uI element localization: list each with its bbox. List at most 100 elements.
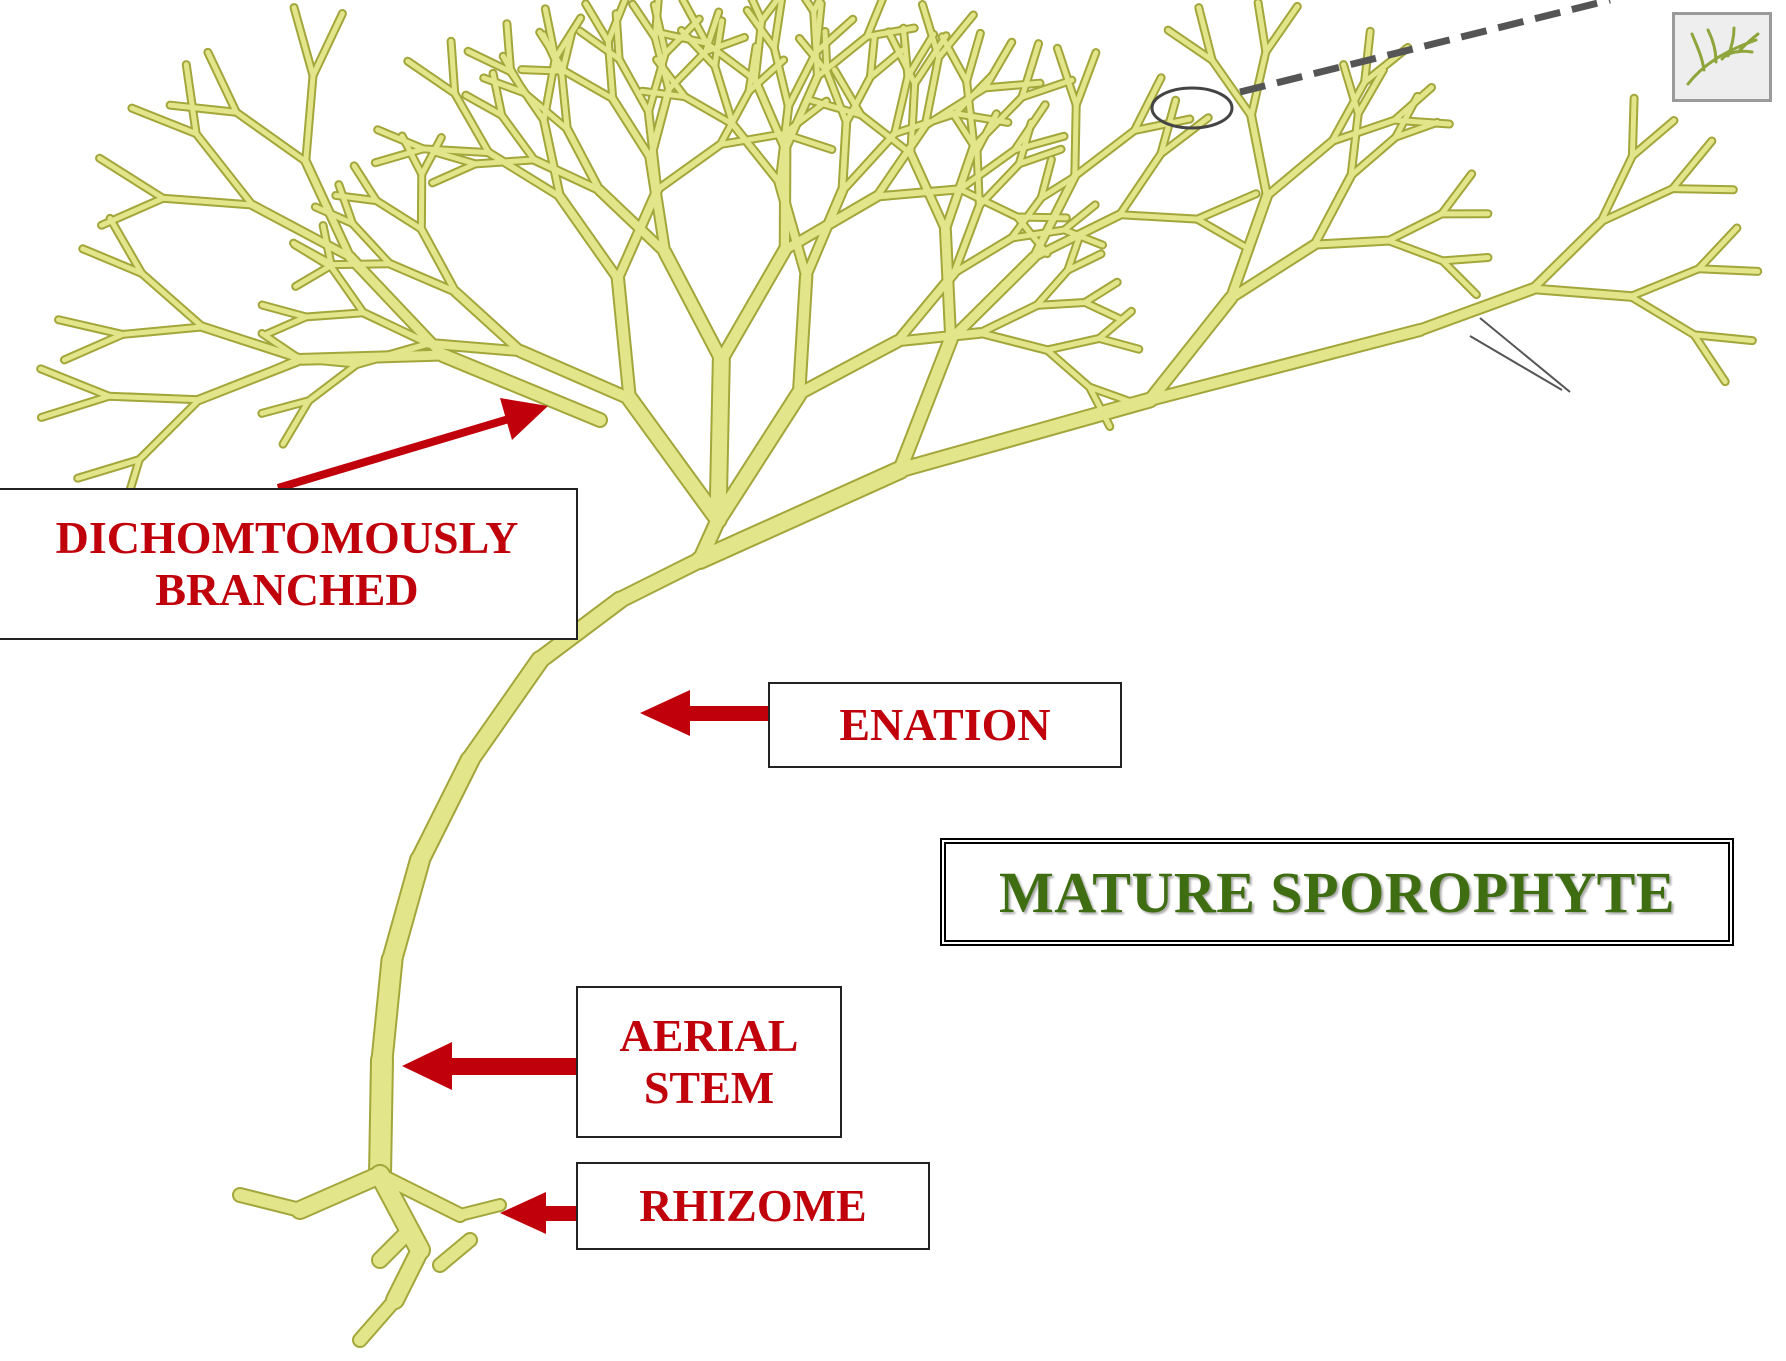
plant-branch-segment (408, 61, 455, 93)
plant-branch-segment (980, 333, 1047, 350)
plant-branch-segment (380, 1060, 382, 1175)
plant-branch-segment (1631, 296, 1695, 334)
plant-branch-segment (132, 108, 196, 134)
plant-branch-segment (1267, 141, 1332, 196)
title-box: MATURE SPOROPHYTE (940, 838, 1734, 946)
plant-branch-segment (142, 273, 203, 326)
plant-branch-segment (618, 279, 630, 399)
plant-branch-segment (1443, 261, 1477, 295)
plant-branch-segment (799, 341, 897, 393)
plant-branch-segment (895, 76, 908, 133)
plant-branch-segment (266, 317, 306, 334)
plant-branch-segment (1075, 105, 1076, 176)
rhizome-segment (360, 1300, 395, 1340)
plant-branch-segment (203, 327, 303, 359)
plant-branch-segment (376, 201, 421, 229)
plant-branch-segment (309, 364, 357, 401)
plant-branch-segment (313, 14, 342, 76)
plant-branch-segment (100, 158, 163, 198)
plant-branch-segment (657, 144, 720, 189)
plant-branch-segment (1075, 131, 1135, 177)
plant-branch-segment (1673, 189, 1734, 190)
rhizome-drawing (240, 1175, 500, 1340)
plant-branch-segment (236, 112, 305, 161)
label-aerial-line1: AERIAL (620, 1010, 799, 1062)
plant-branch-segment (718, 394, 799, 520)
plant-branch-segment (619, 59, 648, 112)
thumbnail-branch-icon (1682, 26, 1762, 88)
plant-branch-segment (1533, 222, 1601, 289)
plant-branch-segment (1314, 176, 1351, 245)
plant-branch-segment (502, 115, 535, 160)
plant-branch-segment (1699, 228, 1737, 269)
plant-branch-segment (1631, 269, 1699, 297)
plant-branch-segment (196, 134, 252, 205)
plant-branch-segment (470, 660, 540, 760)
plant-branch-segment (1443, 258, 1488, 261)
plant-branch-segment (1388, 214, 1441, 241)
rhizome-segment (240, 1195, 300, 1210)
arrow-rhizome (500, 1192, 578, 1234)
plant-branch-segment (163, 198, 252, 205)
plant-branch-segment (1533, 289, 1631, 297)
plant-branch-segment (41, 396, 109, 417)
rhizome-segment (395, 1250, 420, 1300)
plant-branch-segment (1076, 53, 1096, 105)
label-enation-text: ENATION (839, 699, 1050, 751)
plant-branch-segment (1085, 302, 1120, 318)
plant-branch-segment (560, 197, 618, 279)
plant-branch-segment (1442, 174, 1472, 214)
plant-branch-segment (718, 360, 721, 520)
plant-branch-segment (296, 265, 333, 287)
label-aerial-stem: AERIAL STEM (576, 986, 842, 1138)
plant-branch-segment (1632, 121, 1674, 156)
plant-branch-segment (620, 560, 700, 600)
label-rhizome: RHIZOME (576, 1162, 930, 1250)
plant-branch-segment (1197, 194, 1256, 219)
plant-branch-segment (616, 14, 619, 59)
plant-branch-segment (64, 334, 122, 359)
plant-branch-segment (565, 71, 613, 99)
label-aerial-line2: STEM (620, 1062, 799, 1114)
plant-branch-segment (432, 164, 475, 183)
label-dichotomous-line2: BRANCHED (56, 564, 519, 616)
plant-branch-segment (102, 198, 163, 225)
plant-branch-segment (1120, 154, 1161, 215)
plant-branch-segment (630, 399, 718, 520)
enation-pointer-line (1470, 318, 1570, 392)
plant-branch-segment (1699, 269, 1758, 272)
plant-branch-segment (1266, 6, 1297, 51)
plant-branch-segment (1314, 241, 1388, 245)
plant-branch-segment (302, 355, 442, 359)
plant-branch-segment (41, 369, 109, 396)
plant-branch-segment (665, 253, 721, 360)
plant-branch-segment (1197, 219, 1248, 249)
plant-branch-segment (1388, 241, 1442, 261)
label-enation: ENATION (768, 682, 1122, 768)
plant-branch-segment (1085, 282, 1117, 302)
plant-branch-segment (1251, 116, 1267, 196)
plant-branch-segment (139, 400, 199, 460)
plant-branch-segment (1632, 98, 1634, 156)
plant-branch-segment (170, 105, 236, 112)
plant-branch-segment (825, 32, 827, 72)
plant-branch-segment (1037, 302, 1085, 305)
plant-branch-segment (511, 72, 544, 121)
arrow-aerial-stem (402, 1042, 578, 1090)
sporophyte-thumbnail-icon[interactable] (1672, 12, 1772, 102)
label-dichotomously-branched: DICHOMTOMOUSLY BRANCHED (0, 488, 578, 640)
plant-branch-segment (199, 359, 302, 399)
plant-branch-segment (900, 400, 1150, 470)
plant-branch-segment (1673, 141, 1712, 189)
plant-branch-segment (294, 8, 313, 76)
plant-branch-segment (721, 250, 785, 360)
plant-branch-segment (109, 396, 199, 400)
arrow-enation (640, 690, 770, 736)
rhizome-segment (300, 1175, 380, 1210)
plant-branch-segment (59, 320, 123, 335)
plant-branch-segment (522, 70, 565, 72)
arrow-dichotomous (278, 398, 548, 488)
plant-branch-segment (420, 760, 470, 860)
